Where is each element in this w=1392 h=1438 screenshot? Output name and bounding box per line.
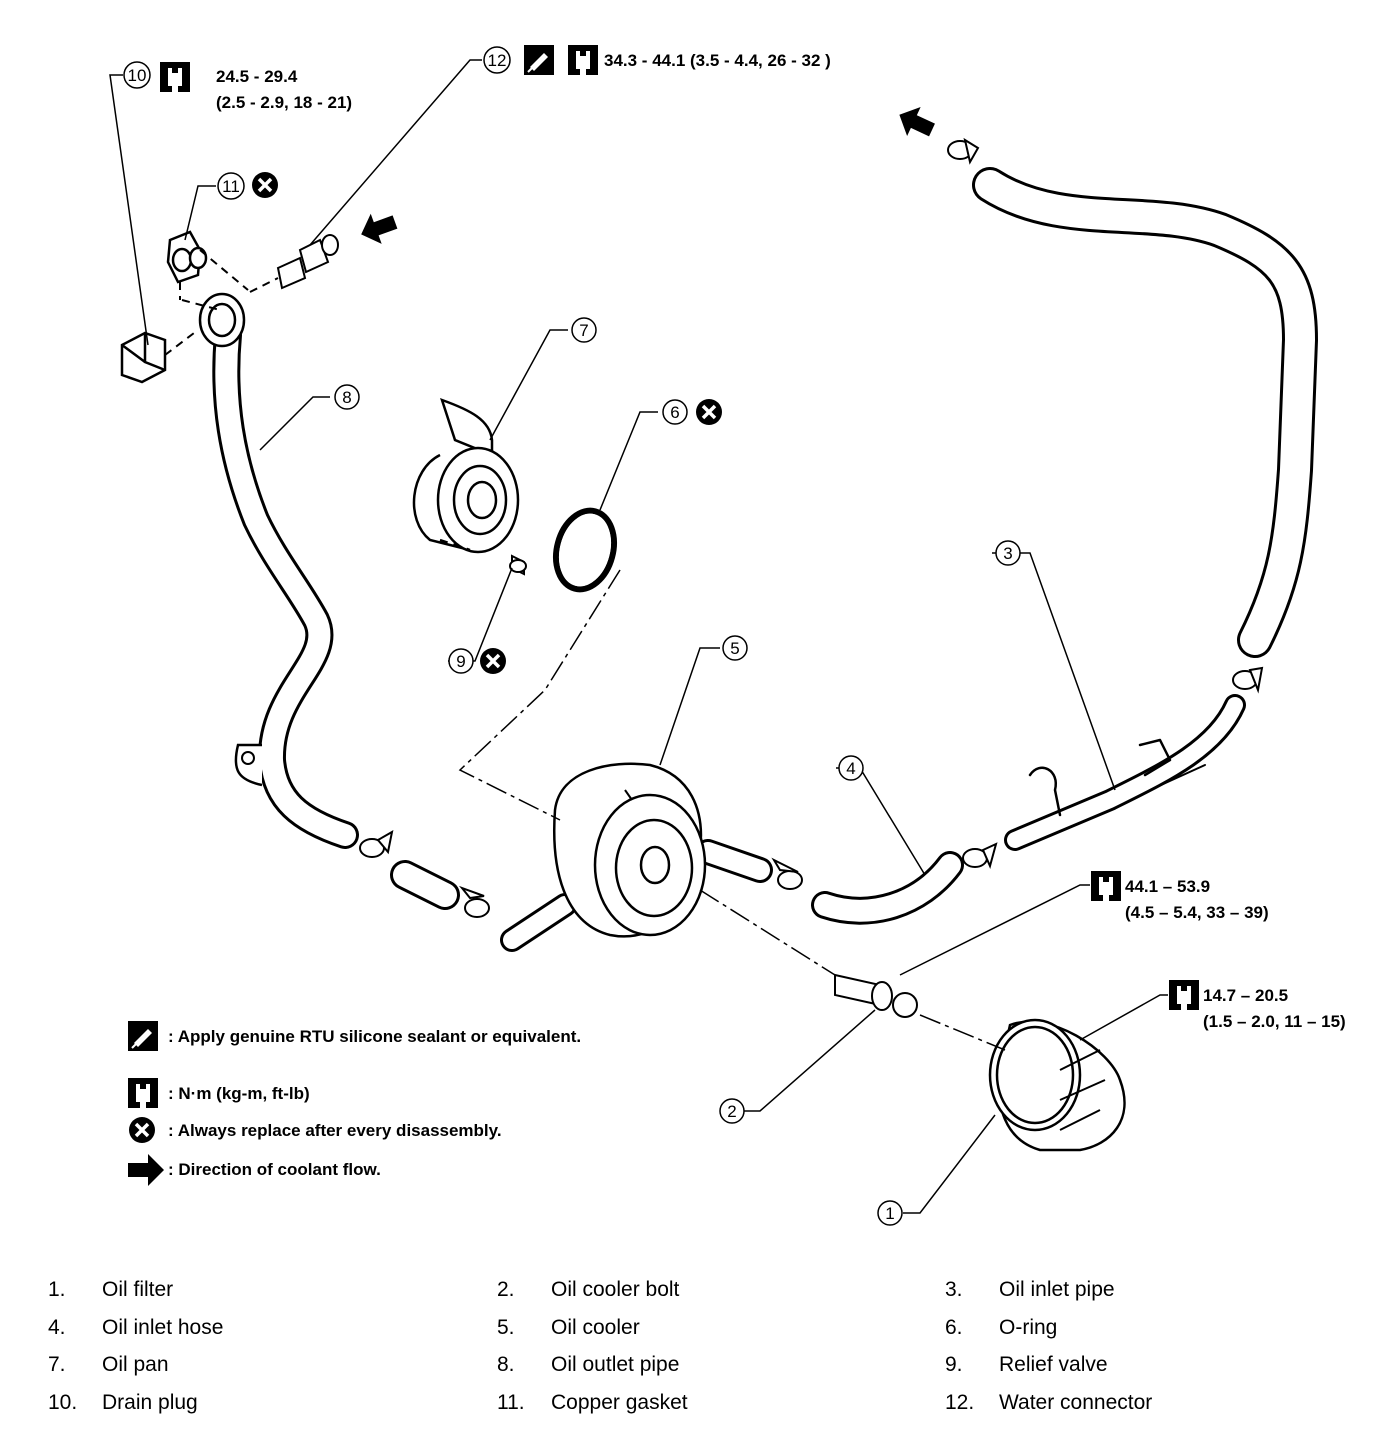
relief-valve — [509, 554, 527, 576]
callout-4: 4 — [838, 755, 864, 781]
torque-oil-filter-line2: (1.5 – 2.0, 11 – 15) — [1203, 1012, 1346, 1031]
callout-7: 7 — [571, 317, 597, 343]
flow-arrow-icon — [128, 1154, 164, 1186]
parts-list: 1.Oil filter 2.Oil cooler bolt 3.Oil inl… — [48, 1278, 1153, 1414]
o-ring — [553, 507, 617, 593]
x-circle-icon — [694, 397, 724, 427]
water-connector — [276, 234, 339, 290]
pipe-bracket — [234, 743, 263, 787]
callout-5: 5 — [722, 635, 748, 661]
torque-water-connector: 34.3 - 44.1 (3.5 - 4.4, 26 - 32 ) — [604, 51, 831, 70]
x-circle-icon — [478, 646, 508, 676]
svg-text:5: 5 — [730, 639, 739, 658]
x-circle-icon — [127, 1115, 157, 1145]
legend-sealant: : Apply genuine RTU silicone sealant or … — [168, 1027, 581, 1046]
wrench-icon — [160, 62, 190, 92]
torque-drain-plug-line1: 24.5 - 29.4 — [216, 67, 298, 86]
x-circle-icon — [250, 170, 280, 200]
svg-text:4: 4 — [846, 759, 855, 778]
callout-10: 10 — [123, 61, 151, 89]
legend: : Apply genuine RTU silicone sealant or … — [127, 1020, 581, 1186]
drain-plug — [120, 331, 167, 384]
center-lines — [458, 569, 1006, 1051]
oil-outlet-banjo — [198, 292, 246, 348]
legend-flow: : Direction of coolant flow. — [168, 1160, 381, 1179]
torque-drain-plug-line2: (2.5 - 2.9, 18 - 21) — [216, 93, 352, 112]
svg-text:2: 2 — [727, 1102, 736, 1121]
oil-inlet-pipe — [1004, 694, 1246, 851]
oil-outlet-pipe — [212, 321, 359, 849]
wrench-icon — [568, 45, 598, 75]
torque-cooler-bolt-line1: 44.1 – 53.9 — [1125, 877, 1210, 896]
svg-text:6: 6 — [670, 403, 679, 422]
torque-cooler-bolt-line2: (4.5 – 5.4, 33 – 39) — [1125, 903, 1269, 922]
oil-inlet-hose — [811, 851, 964, 925]
copper-gasket — [166, 230, 208, 284]
callout-6: 6 — [662, 399, 688, 425]
svg-text:7: 7 — [579, 321, 588, 340]
svg-text:12: 12 — [488, 51, 507, 70]
sealant-tube-icon — [127, 1020, 159, 1052]
wrench-icon — [128, 1078, 158, 1108]
wrench-icon — [1091, 871, 1121, 901]
oil-filter — [988, 1018, 1126, 1152]
svg-text:1: 1 — [885, 1204, 894, 1223]
callout-11: 11 — [217, 172, 245, 200]
svg-text:11: 11 — [222, 177, 240, 196]
exploded-diagram: 1 2 3 4 5 6 7 8 9 10 24.5 - 29.4 (2.5 - … — [109, 44, 1346, 1226]
short-hoses — [390, 839, 773, 952]
svg-text:3: 3 — [1003, 544, 1012, 563]
callout-12: 12 — [483, 46, 511, 74]
callout-9: 9 — [448, 648, 474, 674]
hose-clamp — [359, 137, 1264, 918]
sealant-tube-icon — [523, 44, 555, 76]
legend-replace: : Always replace after every disassembly… — [168, 1121, 502, 1140]
oil-cooler-bolt — [834, 973, 918, 1018]
assembly-dashed-lines — [164, 249, 279, 356]
svg-text:8: 8 — [342, 388, 351, 407]
wrench-icon — [1169, 980, 1199, 1010]
callout-8: 8 — [334, 384, 360, 410]
oil-pan — [412, 397, 520, 554]
callout-1: 1 — [877, 1200, 903, 1226]
callout-2: 2 — [719, 1098, 745, 1124]
svg-text:10: 10 — [128, 66, 147, 85]
callout-3: 3 — [995, 540, 1021, 566]
coolant-hose-upper — [972, 167, 1318, 658]
oil-cooler — [553, 762, 707, 938]
legend-torque-unit: : N·m (kg-m, ft-lb) — [168, 1084, 310, 1103]
svg-text:9: 9 — [456, 652, 465, 671]
torque-oil-filter-line1: 14.7 – 20.5 — [1203, 986, 1288, 1005]
